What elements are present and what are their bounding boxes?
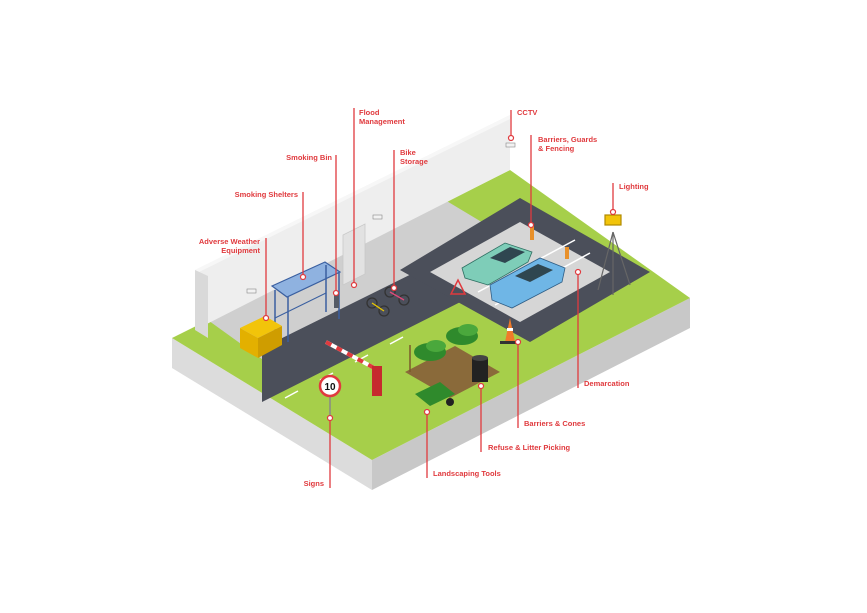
- label-flood-management: Flood Management: [359, 108, 405, 126]
- label-signs: Signs: [303, 479, 324, 488]
- car-green: [461, 242, 533, 286]
- slab-left-side: [172, 338, 372, 490]
- slab-right-side: [372, 298, 690, 490]
- leader-markers: [262, 134, 617, 422]
- smoking-shelter: [270, 261, 342, 342]
- wheelbarrow-icon: [415, 382, 455, 406]
- label-bike-storage: Bike Storage: [400, 148, 428, 166]
- label-barriers-guards-fencing: Barriers, Guards & Fencing: [538, 135, 598, 153]
- smoking-bin: [334, 292, 339, 308]
- litter-bin-icon: [472, 355, 488, 382]
- cctv-camera-icon: [246, 142, 516, 294]
- building-wall-front: [195, 115, 510, 330]
- label-demarcation: Demarcation: [584, 379, 630, 388]
- car-blue: [489, 257, 566, 309]
- label-cctv: CCTV: [517, 108, 538, 117]
- warning-triangle-icon: [449, 278, 467, 295]
- label-refuse-litter-picking: Refuse & Litter Picking: [488, 443, 571, 452]
- label-landscaping-tools: Landscaping Tools: [433, 469, 501, 478]
- speed-sign-value: 10: [324, 382, 336, 393]
- palm-plants: [414, 324, 478, 361]
- label-adverse-weather-equipment: Adverse Weather Equipment: [198, 237, 260, 255]
- label-smoking-bin: Smoking Bin: [286, 153, 332, 162]
- barrier-arm: [325, 340, 382, 396]
- bollards: [530, 226, 569, 259]
- traffic-cone-icon: [500, 318, 520, 344]
- bikes: [366, 286, 410, 317]
- leader-lines: [265, 108, 614, 488]
- label-lighting: Lighting: [619, 182, 649, 191]
- label-smoking-shelters: Smoking Shelters: [234, 190, 298, 199]
- grit-bin: [240, 316, 282, 358]
- building-wall-end: [195, 270, 208, 338]
- pavement-area: [205, 200, 520, 372]
- label-barriers-cones: Barriers & Cones: [524, 419, 586, 428]
